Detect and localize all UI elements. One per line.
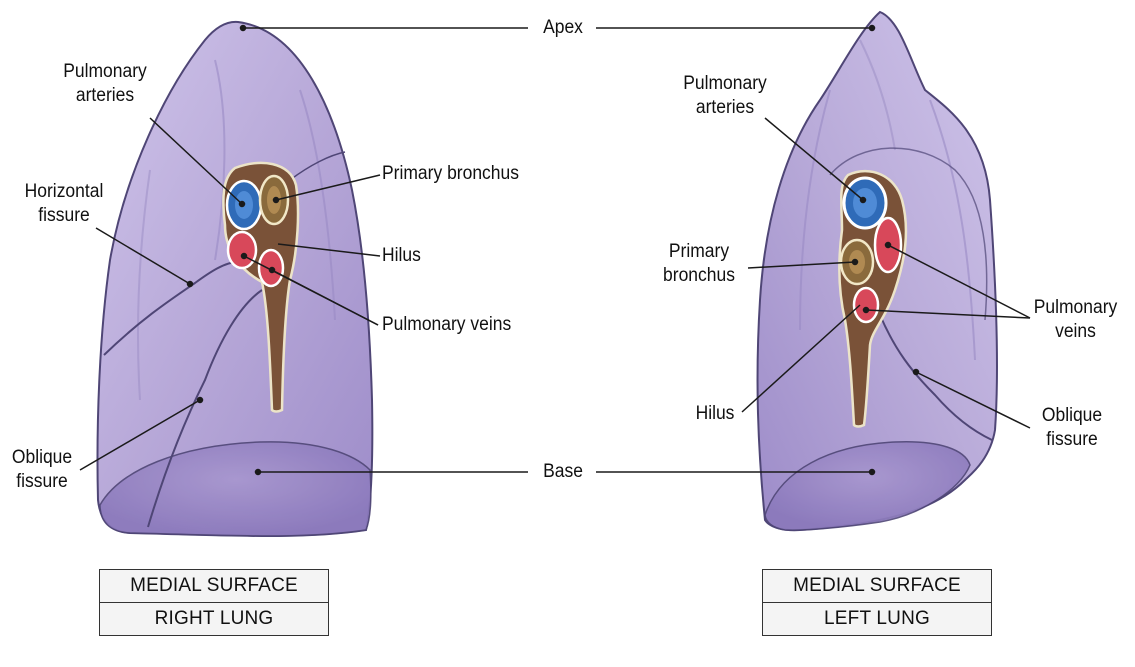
caption-right-lung: MEDIAL SURFACE RIGHT LUNG <box>99 569 329 636</box>
label-right-pulmonary-arteries: Pulmonary arteries <box>45 60 165 108</box>
caption-right-surface: MEDIAL SURFACE <box>100 570 328 602</box>
caption-left-lung-name: LEFT LUNG <box>763 602 991 635</box>
left-pulmonary-vein-lower <box>854 288 878 322</box>
label-right-hilus: Hilus <box>382 244 446 268</box>
label-left-oblique-fissure: Oblique fissure <box>1026 404 1118 452</box>
label-right-pulmonary-veins: Pulmonary veins <box>382 313 529 337</box>
label-left-pulmonary-veins: Pulmonary veins <box>1023 296 1129 344</box>
caption-right-lung-name: RIGHT LUNG <box>100 602 328 635</box>
label-right-primary-bronchus: Primary bronchus <box>382 162 548 186</box>
label-left-primary-bronchus: Primary bronchus <box>648 240 749 288</box>
label-apex: Apex <box>533 16 594 40</box>
right-pulmonary-vein-upper <box>228 232 256 268</box>
caption-left-lung: MEDIAL SURFACE LEFT LUNG <box>762 569 992 636</box>
label-right-oblique-fissure: Oblique fissure <box>5 446 79 494</box>
caption-left-surface: MEDIAL SURFACE <box>763 570 991 602</box>
label-base: Base <box>533 460 594 484</box>
label-left-hilus: Hilus <box>683 402 747 426</box>
left-lung <box>758 12 998 530</box>
label-right-horizontal-fissure: Horizontal fissure <box>9 180 119 228</box>
label-left-pulmonary-arteries: Pulmonary arteries <box>665 72 785 120</box>
